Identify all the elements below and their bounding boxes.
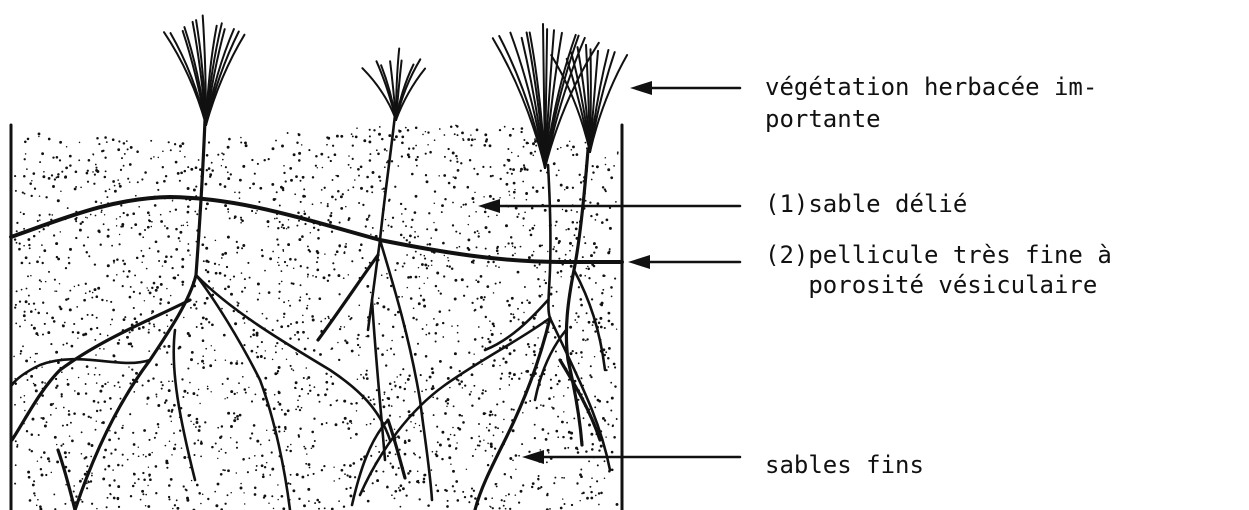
label-vegetation-line1: végétation herbacée im-: [765, 72, 1097, 102]
label-sables-fins: sables fins: [765, 450, 924, 480]
label-pellicule-line2: porosité vésiculaire: [765, 270, 1097, 300]
arrow-sable-delie: [478, 199, 740, 213]
sand-stipple: [13, 125, 618, 510]
root-system: [12, 115, 610, 510]
grass-tufts: [164, 16, 627, 169]
label-vegetation-line2: portante: [765, 104, 881, 134]
arrow-vegetation: [630, 81, 740, 95]
label-pellicule-line1: (2)pellicule très fine à: [765, 240, 1112, 270]
arrow-pellicule: [628, 255, 740, 269]
label-sable-delie: (1)sable délié: [765, 189, 967, 219]
arrow-sables-fins: [522, 450, 740, 464]
